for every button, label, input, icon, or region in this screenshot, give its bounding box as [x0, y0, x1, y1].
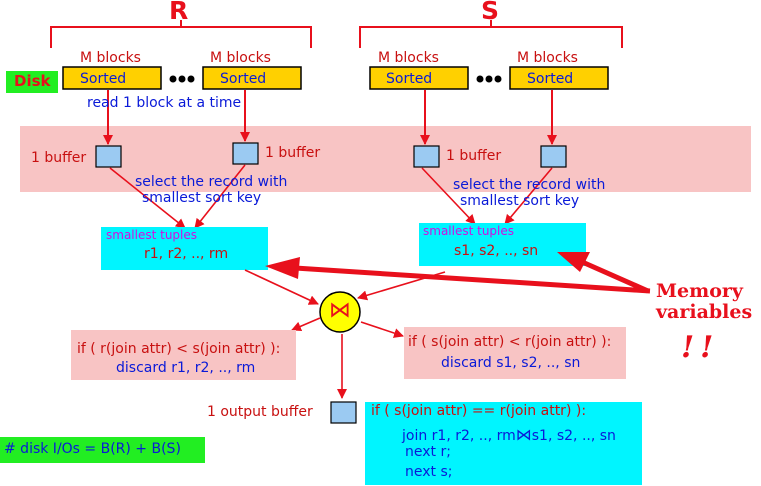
output-buffer: [330, 401, 357, 424]
disk-io-cost-text: # disk I/Os = B(R) + B(S): [4, 441, 181, 457]
memory-variable-arrows: [265, 252, 651, 294]
r-smallest-tuples-label: smallest tuples: [106, 228, 198, 242]
r-m-blocks-label-2: M blocks: [210, 50, 271, 66]
discard-r-box: [71, 330, 296, 380]
disk-label-box: [6, 71, 58, 93]
cond-r-less-text: if ( r(join attr) < s(join attr) ):: [77, 341, 281, 357]
s-select-record-line1: select the record with: [453, 177, 606, 193]
s-buffer-1-label: 1 buffer: [446, 148, 502, 164]
discard-r-text: discard r1, r2, .., rm: [116, 360, 256, 376]
join-output-line: join r1, r2, .., rm⋈s1, s2, .., sn: [402, 425, 616, 444]
s-block-last-sorted: Sorted: [527, 71, 574, 87]
s-relation-title: S: [481, 0, 500, 25]
memory-variables-line1: Memory: [656, 280, 743, 302]
s-block-first-sorted: Sorted: [386, 71, 433, 87]
memory-variables-note: Memory variables: [656, 281, 752, 323]
join-output-arrows: [291, 317, 404, 399]
join-r-text: join r1, r2, .., rm: [402, 428, 516, 444]
s-buffer-1: [413, 145, 440, 168]
s-tuples-values: s1, s2, .., sn: [454, 243, 539, 259]
r-buffer-1-label: 1 buffer: [31, 150, 87, 166]
r-block-last: [202, 66, 302, 90]
s-m-blocks-label-1: M blocks: [378, 50, 439, 66]
s-block-first: [369, 66, 469, 90]
cond-s-less-text: if ( s(join attr) < r(join attr) ):: [408, 334, 612, 350]
r-ellipsis-dots: [169, 75, 195, 83]
cond-equal-text: if ( s(join attr) == r(join attr) ):: [371, 403, 587, 419]
s-ellipsis-dots: [476, 75, 502, 83]
r-relation-title: R: [169, 0, 189, 25]
next-r-text: next r;: [405, 444, 451, 460]
join-operator-circle: [319, 291, 361, 333]
r-block-first-sorted: Sorted: [80, 71, 127, 87]
r-block-last-sorted: Sorted: [220, 71, 267, 87]
s-m-blocks-label-2: M blocks: [517, 50, 578, 66]
buffer-band: [20, 126, 751, 192]
r-buffer-2-label: 1 buffer: [265, 145, 321, 161]
memory-variables-line2: variables: [656, 301, 753, 323]
s-select-record-line2: smallest sort key: [460, 193, 580, 209]
s-smallest-tuples-box: [419, 223, 586, 266]
r-smallest-tuples-box: [101, 227, 268, 270]
s-block-last: [509, 66, 609, 90]
r-select-record-line1: select the record with: [135, 174, 288, 190]
s-smallest-tuples-label: smallest tuples: [423, 224, 515, 238]
equal-join-box: [365, 402, 642, 485]
r-select-record-line2: smallest sort key: [142, 190, 262, 206]
read-block-note: read 1 block at a time: [87, 95, 242, 111]
disk-label: Disk: [14, 72, 51, 90]
s-brace: [359, 20, 623, 48]
join-inline-symbol: ⋈: [515, 425, 532, 444]
s-select-record-note: select the record with smallest sort key: [453, 177, 605, 209]
r-m-blocks-label-1: M blocks: [80, 50, 141, 66]
disk-io-box: [0, 437, 205, 463]
r-buffer-2: [232, 142, 259, 165]
r-select-record-note: select the record with smallest sort key: [135, 174, 287, 206]
read-arrows: [103, 90, 557, 145]
next-s-text: next s;: [405, 464, 453, 480]
select-arrows: [109, 164, 553, 229]
r-buffer-1: [95, 145, 122, 168]
output-buffer-label: 1 output buffer: [207, 404, 313, 420]
r-tuples-values: r1, r2, .., rm: [144, 246, 229, 262]
join-s-text: s1, s2, .., sn: [531, 428, 616, 444]
r-block-first: [62, 66, 162, 90]
r-brace: [50, 20, 312, 48]
exclamation-marks: !!: [681, 330, 720, 365]
discard-s-text: discard s1, s2, .., sn: [441, 355, 581, 371]
join-symbol: ⋈: [329, 298, 351, 323]
discard-s-box: [404, 327, 626, 379]
s-buffer-2: [540, 145, 567, 168]
